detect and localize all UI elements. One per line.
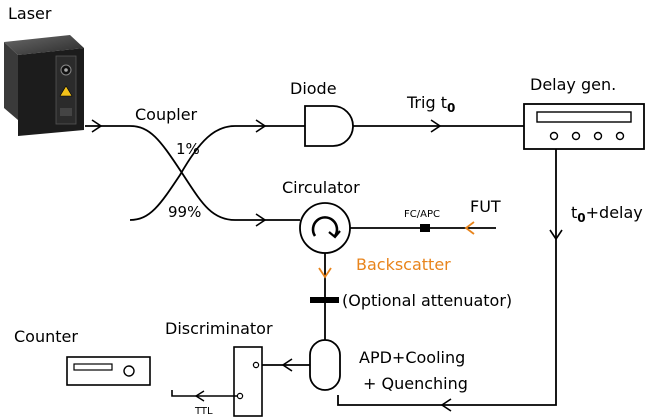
coupler-1pct-label: 1% (176, 140, 200, 158)
fut-label: FUT (470, 197, 501, 216)
circular-arrow-icon (311, 216, 341, 239)
arrow-delay-down (549, 229, 563, 241)
trig-label: Trig t0 (406, 93, 455, 115)
backscatter-label: Backscatter (356, 255, 451, 274)
arrow-ttl (194, 390, 205, 402)
trig-label-text: Trig t (406, 93, 447, 112)
ttl-label: TTL (194, 406, 213, 417)
t0-label-delay: +delay (586, 203, 643, 222)
laser-output-fiber (85, 125, 300, 221)
delay-knob-1 (549, 131, 559, 141)
counter-box (66, 356, 151, 386)
circulator-label: Circulator (282, 178, 360, 197)
delay-gen-label: Delay gen. (530, 75, 616, 94)
coupler-lower-input-fiber (129, 125, 305, 221)
arrow-delay-left (440, 398, 452, 412)
laser-label: Laser (8, 4, 52, 23)
trig-label-sub: 0 (447, 101, 455, 115)
circulator-body (299, 202, 351, 254)
fc-apc-label: FC/APC (404, 209, 440, 220)
apd-label-line2: + Quenching (363, 374, 468, 393)
diode-icon (304, 105, 354, 147)
fc-apc-connector (420, 224, 430, 232)
t0-label-sub: 0 (577, 211, 585, 225)
discriminator-box (233, 346, 263, 417)
counter-label: Counter (14, 327, 78, 346)
delay-knob-2 (571, 131, 581, 141)
arrow-trig (430, 119, 442, 133)
arrow-coupler-out-1pct (255, 119, 267, 133)
arrow-to-discriminator (281, 358, 293, 372)
apd-icon (309, 339, 341, 391)
attenuator-bar (310, 297, 339, 303)
delay-knob-3 (593, 131, 603, 141)
t0-label-t: t (571, 203, 577, 222)
diode-label: Diode (290, 79, 337, 98)
delay-output-line (337, 149, 557, 406)
arrow-laser-out (91, 119, 103, 133)
delay-knob-4 (615, 131, 625, 141)
counter-knob (123, 365, 135, 377)
discriminator-output-port (236, 392, 244, 400)
arrow-backscatter-down (318, 267, 332, 279)
coupler-fibers (85, 125, 305, 221)
arrow-coupler-out-99pct (255, 213, 267, 227)
attenuator-label: (Optional attenuator) (342, 291, 512, 310)
ttl-line (171, 390, 237, 397)
discriminator-label: Discriminator (165, 319, 273, 338)
apd-label-line1: APD+Cooling (359, 348, 465, 367)
fiber-arrows (91, 119, 267, 227)
laser-module-icon (4, 35, 84, 136)
discriminator-input-port (252, 361, 260, 369)
delay-generator-box (523, 103, 645, 150)
t0-delay-label: t0+delay (571, 203, 643, 225)
arrow-backscatter-fut (464, 221, 475, 235)
coupler-99pct-label: 99% (168, 203, 201, 221)
coupler-label: Coupler (135, 105, 198, 124)
